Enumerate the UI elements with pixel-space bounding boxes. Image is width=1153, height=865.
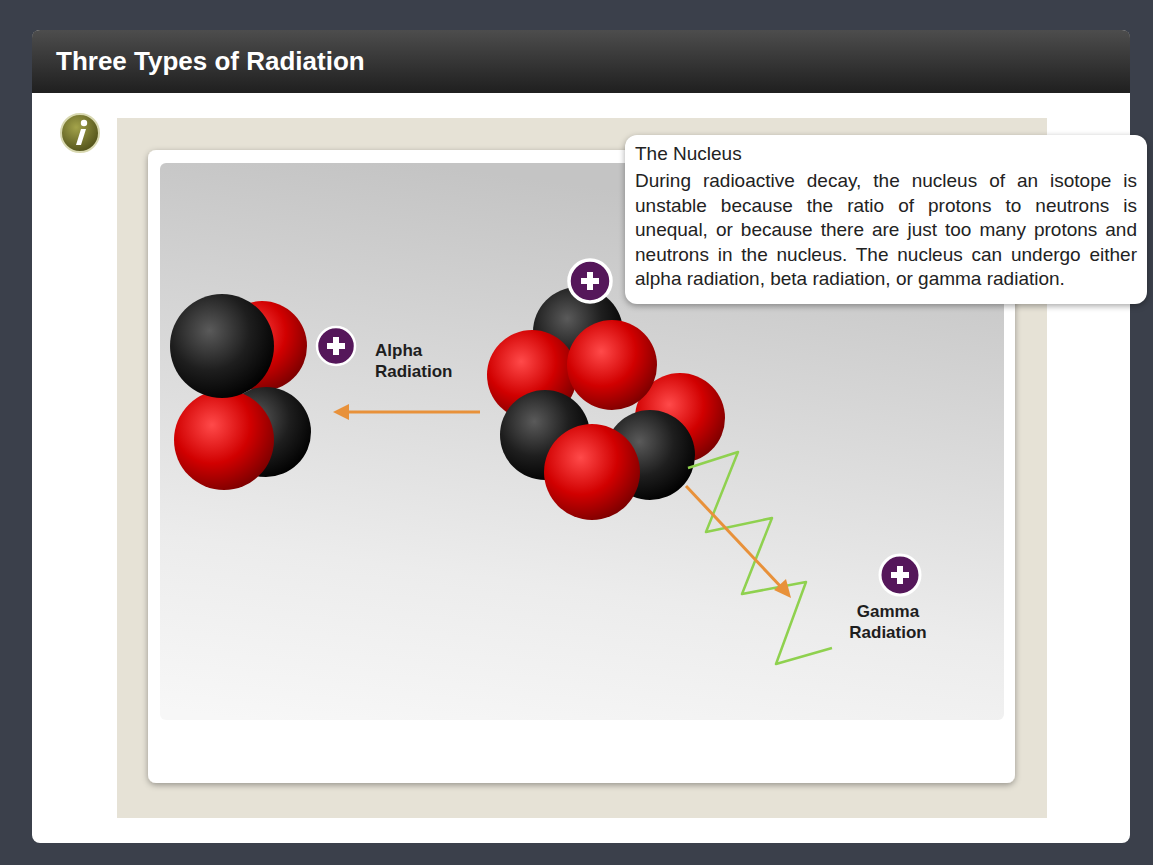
alpha-particle	[170, 294, 311, 490]
plus-circle	[880, 555, 920, 595]
plus-circle	[569, 260, 611, 302]
gamma-label: Gamma Radiation	[836, 601, 940, 643]
info-stem	[76, 129, 86, 145]
plus-icon	[880, 555, 920, 595]
proton-sphere	[567, 320, 657, 410]
plus-icon	[569, 260, 611, 302]
arrow-head	[333, 404, 349, 420]
plus-bar	[327, 343, 345, 349]
label-text: Alpha Radiation	[375, 341, 452, 381]
arrow-shaft	[346, 411, 480, 414]
plus-icon	[317, 327, 355, 365]
title-bar: Three Types of Radiation	[32, 30, 1130, 93]
arrow-shaft	[686, 486, 782, 588]
callout-heading: The Nucleus	[635, 143, 1137, 165]
callout-body: During radioactive decay, the nucleus of…	[635, 169, 1137, 292]
arrow-head	[774, 579, 791, 598]
proton-sphere	[174, 390, 274, 490]
gamma-wave	[688, 452, 832, 664]
label-text: Gamma Radiation	[849, 602, 926, 642]
info-circle	[61, 114, 99, 152]
plus-bar	[891, 572, 909, 578]
info-icon	[61, 114, 99, 152]
proton-sphere	[544, 424, 640, 520]
neutron-sphere	[170, 294, 274, 398]
header-bar	[32, 30, 1130, 93]
callout-box: The NucleusDuring radioactive decay, the…	[625, 135, 1147, 304]
page-title: Three Types of Radiation	[56, 46, 365, 77]
alpha-label: Alpha Radiation	[375, 340, 471, 382]
nucleus	[487, 287, 725, 520]
info-dot	[81, 120, 87, 126]
alpha-arrow	[333, 404, 480, 420]
plus-circle	[317, 327, 355, 365]
gamma-ray	[686, 452, 832, 664]
plus-bar	[581, 278, 599, 284]
